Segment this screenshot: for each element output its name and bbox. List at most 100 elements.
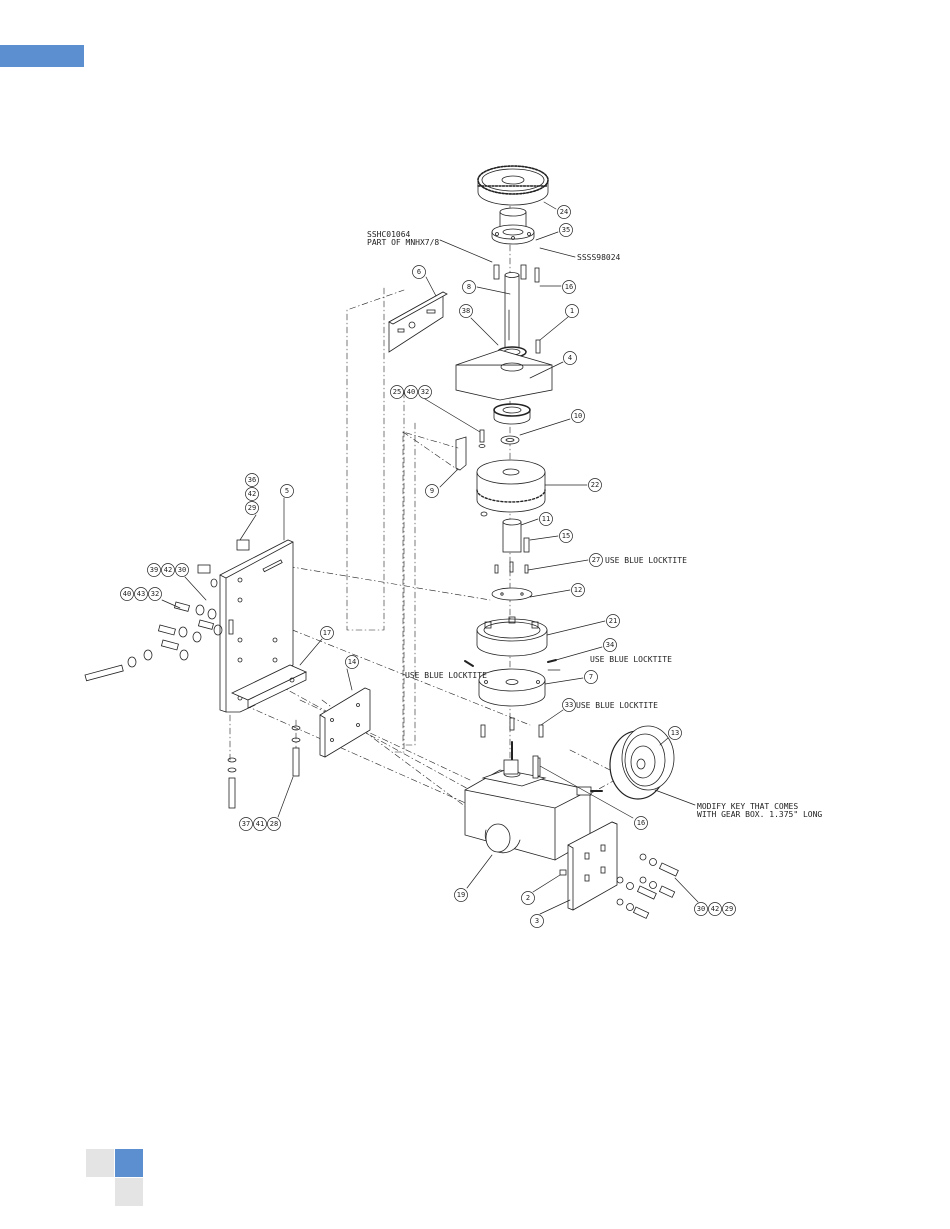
balloon-label: 40 — [407, 388, 415, 396]
balloon-15: 15 — [560, 530, 573, 543]
balloon-22: 22 — [589, 479, 602, 492]
balloon-9: 9 — [426, 485, 439, 498]
mounting-plate-6 — [389, 292, 447, 352]
balloon-38: 38 — [460, 305, 473, 318]
balloon-16: 16 — [563, 281, 576, 294]
balloon-13: 13 — [669, 727, 682, 740]
balloon-19: 19 — [455, 889, 468, 902]
balloon-5: 5 — [281, 485, 294, 498]
balloon-label: 22 — [591, 481, 599, 489]
balloon-label: 42 — [248, 490, 256, 498]
balloon-label: 10 — [574, 412, 582, 420]
note-locktite-7: USE BLUE LOCKTITE — [405, 671, 487, 680]
balloon-32: 32 — [149, 588, 162, 601]
balloon-30: 30 — [695, 903, 708, 916]
balloon-17: 17 — [321, 627, 334, 640]
balloon-label: 6 — [417, 268, 421, 276]
balloon-8: 8 — [463, 281, 476, 294]
plate-14 — [320, 688, 370, 757]
balloon-label: 28 — [270, 820, 278, 828]
balloon-label: 34 — [606, 641, 614, 649]
balloon-label: 30 — [178, 566, 186, 574]
note-locktite-34: USE BLUE LOCKTITE — [590, 655, 672, 664]
balloon-42: 42 — [162, 564, 175, 577]
balloon-10: 10 — [572, 410, 585, 423]
balloon-34: 34 — [604, 639, 617, 652]
disc-12 — [492, 588, 532, 600]
bolt-stack-right — [617, 854, 678, 918]
balloon-label: 12 — [574, 586, 582, 594]
note-modify-key-line2: WITH GEAR BOX. 1.375" LONG — [697, 810, 822, 819]
balloon-1: 1 — [566, 305, 579, 318]
balloon-label: 39 — [150, 566, 158, 574]
balloon-37: 37 — [240, 818, 253, 831]
bearing-10 — [494, 404, 530, 444]
bolt-stack-lower — [228, 726, 300, 808]
balloon-label: 19 — [457, 891, 465, 899]
balloon-label: 32 — [421, 388, 429, 396]
balloon-label: 3 — [535, 917, 539, 925]
screws-34 — [465, 660, 556, 666]
sleeve-11 — [503, 519, 529, 552]
balloon-label: 35 — [562, 226, 570, 234]
note-ssss: SSSS98024 — [577, 253, 621, 262]
balloon-label: 33 — [565, 701, 573, 709]
balloon-39: 39 — [148, 564, 161, 577]
balloon-label: 2 — [526, 894, 530, 902]
balloon-label: 21 — [609, 617, 617, 625]
balloon-16: 16 — [635, 817, 648, 830]
balloon-label: 16 — [637, 819, 645, 827]
balloon-label: 29 — [248, 504, 256, 512]
balloon-label: 8 — [467, 283, 471, 291]
balloon-label: 9 — [430, 487, 434, 495]
balloon-label: 16 — [565, 283, 573, 291]
balloon-7: 7 — [585, 671, 598, 684]
key-16 — [533, 756, 538, 778]
balloon-4: 4 — [564, 352, 577, 365]
spur-gear-24 — [478, 166, 548, 205]
hub-35 — [492, 208, 534, 244]
footer-grey-square-1 — [86, 1149, 114, 1177]
balloon-label: 27 — [592, 556, 600, 564]
screws-27 — [495, 562, 528, 573]
balloon-35: 35 — [560, 224, 573, 237]
footer-blue-square — [115, 1149, 143, 1177]
note-locktite-27: USE BLUE LOCKTITE — [605, 556, 687, 565]
balloon-21: 21 — [607, 615, 620, 628]
balloon-label: 42 — [164, 566, 172, 574]
balloon-label: 32 — [151, 590, 159, 598]
disc-7 — [479, 669, 545, 706]
balloon-12: 12 — [572, 584, 585, 597]
balloon-14: 14 — [346, 656, 359, 669]
balloon-label: 29 — [725, 905, 733, 913]
housing-block-4 — [456, 350, 552, 400]
balloon-label: 13 — [671, 729, 679, 737]
balloon-29: 29 — [246, 502, 259, 515]
balloon-27: 27 — [590, 554, 603, 567]
balloon-29: 29 — [723, 903, 736, 916]
balloon-40: 40 — [405, 386, 418, 399]
balloon-6: 6 — [413, 266, 426, 279]
ring-21 — [477, 617, 547, 656]
balloon-label: 11 — [542, 515, 550, 523]
balloon-label: 14 — [348, 658, 356, 666]
balloon-label: 37 — [242, 820, 250, 828]
balloon-43: 43 — [135, 588, 148, 601]
note-part-of: PART OF MNHX7/8 — [367, 238, 439, 247]
balloon-label: 38 — [462, 307, 470, 315]
footer-grey-square-2 — [115, 1178, 143, 1206]
balloon-25: 25 — [391, 386, 404, 399]
balloon-label: 4 — [568, 354, 572, 362]
balloon-label: 7 — [589, 673, 593, 681]
balloon-label: 25 — [393, 388, 401, 396]
note-locktite-33: USE BLUE LOCKTITE — [576, 701, 658, 710]
balloon-label: 43 — [137, 590, 145, 598]
balloon-3: 3 — [531, 915, 544, 928]
balloon-41: 41 — [254, 818, 267, 831]
bracket-9 — [456, 430, 485, 470]
balloon-24: 24 — [558, 206, 571, 219]
balloon-42: 42 — [246, 488, 259, 501]
balloon-label: 15 — [562, 532, 570, 540]
balloon-label: 30 — [697, 905, 705, 913]
balloon-36: 36 — [246, 474, 259, 487]
